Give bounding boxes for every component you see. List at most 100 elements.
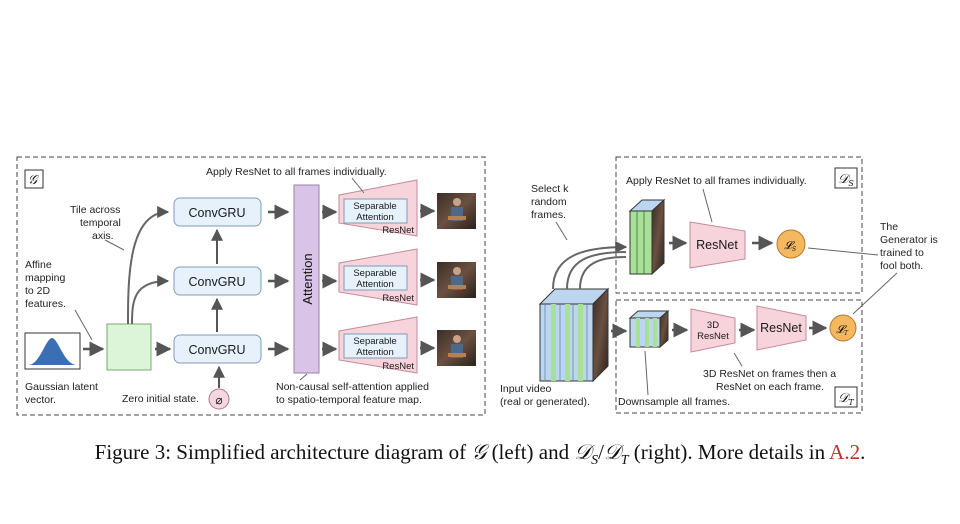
dt-frames-stack — [628, 309, 670, 349]
ds-badge-letter: 𝒟 — [838, 172, 851, 187]
ds-badge: 𝒟S — [838, 172, 854, 188]
tile-label-2: temporal — [80, 217, 121, 229]
ds-border — [615, 156, 863, 294]
gaussian-label-2: vector. — [25, 394, 56, 406]
input-video-label-1: Input video — [500, 383, 552, 395]
output-frame-mid — [437, 262, 476, 298]
affine-pointer — [74, 309, 93, 341]
affine-label-3: to 2D — [25, 285, 51, 297]
tile-label-1: Tile across — [70, 204, 120, 216]
separable-attention-top-1: Separable — [353, 201, 396, 212]
select-pointer — [555, 221, 568, 241]
ds-loss-sub: S — [792, 246, 796, 253]
tile-label-3: axis. — [92, 230, 114, 242]
downsample-label: Downsample all frames. — [618, 396, 730, 408]
tile-arrow-mid — [131, 275, 170, 325]
select-arrow-3 — [579, 256, 627, 290]
separable-attention-mid-2: Attention — [356, 279, 394, 290]
output-frame-top — [437, 193, 476, 229]
dt-badge-letter: 𝒟 — [838, 391, 851, 406]
caption-slash: / — [598, 440, 604, 464]
noncausal-label-1: Non-causal self-attention applied — [276, 381, 429, 393]
resnet3d-desc-pointer — [733, 352, 743, 367]
select-label-3: frames. — [531, 209, 566, 221]
affine-label-2: mapping — [25, 272, 65, 284]
convgru-label-bot: ConvGRU — [189, 343, 246, 357]
noncausal-label-2: to spatio-temporal feature map. — [276, 394, 422, 406]
dt-loss: 𝓛T — [836, 323, 849, 337]
convgru-box-bot — [173, 334, 262, 364]
ds-loss: 𝓛S — [784, 239, 796, 253]
zero-state-label: Zero initial state. — [122, 393, 199, 405]
dt-resnet-label: ResNet — [760, 321, 802, 335]
attention-box — [293, 184, 320, 374]
convgru-label-mid: ConvGRU — [189, 275, 246, 289]
convgru-box-mid — [173, 266, 262, 296]
gaussian-label-1: Gaussian latent — [25, 381, 98, 393]
ds-loss-circle — [776, 229, 806, 259]
resnet3d-label-1: 3D — [707, 320, 719, 331]
caption-dt-sub: T — [620, 453, 629, 469]
resnet-label-top: ResNet — [382, 225, 414, 236]
resnet-block-bot: Separable Attention ResNet — [338, 316, 418, 374]
noncausal-pointer — [299, 373, 308, 381]
caption-mid2: (right). More details in — [628, 440, 830, 464]
ds-frames-stack — [628, 198, 666, 276]
caption-ds: 𝒟 — [574, 440, 592, 464]
affine-label-4: features. — [25, 298, 66, 310]
convgru-box-top — [173, 197, 262, 227]
convgru-label-top: ConvGRU — [189, 206, 246, 220]
output-frame-bot — [437, 330, 476, 366]
caption-g: 𝒢 — [471, 440, 487, 464]
tile-arrow-top — [127, 206, 170, 325]
dt-resnet-block — [756, 305, 807, 351]
separable-attention-bot-2: Attention — [356, 347, 394, 358]
caption-ref-link[interactable]: A.2 — [829, 440, 861, 464]
dt-loss-sub: T — [844, 330, 849, 337]
generator-badge-box — [24, 169, 44, 189]
ds-apply-pointer — [702, 188, 713, 223]
caption-prefix: Figure 3: Simplified architecture diagra… — [94, 440, 472, 464]
ds-resnet-block — [689, 221, 746, 269]
generator-panel: 𝒢 Gaussian latent vector. Affine mapping… — [16, 156, 486, 416]
ds-badge-box — [834, 167, 858, 189]
discriminators-panel: 𝒟S 𝒟T Select k random frames. Input vide… — [500, 156, 938, 414]
trained-pointer-dt — [852, 272, 898, 315]
generator-border — [16, 156, 486, 416]
trained-pointer-ds — [807, 247, 879, 256]
select-arrow-1 — [552, 241, 628, 290]
resnet-label-mid: ResNet — [382, 293, 414, 304]
downsample-pointer — [644, 350, 649, 396]
resnet-block-top: Separable Attention ResNet — [338, 179, 418, 237]
caption-end: . — [860, 440, 866, 464]
trained-label-3: trained to — [880, 247, 924, 259]
resnet3d-desc-1: 3D ResNet on frames then a — [703, 368, 836, 380]
figure-caption: Figure 3: Simplified architecture diagra… — [0, 440, 960, 469]
caption-dt: 𝒟 — [603, 440, 621, 464]
affine-label-1: Affine — [25, 259, 52, 271]
separable-attention-mid-1: Separable — [353, 268, 396, 279]
select-arrow-2 — [566, 251, 627, 290]
resnet3d-block — [690, 308, 736, 353]
trained-label-2: Generator is — [880, 234, 938, 246]
select-label-2: random — [531, 196, 567, 208]
gaussian-curve — [29, 338, 76, 365]
attention-label: Attention — [300, 253, 315, 304]
dt-badge: 𝒟T — [838, 391, 854, 407]
separable-attention-top-2: Attention — [356, 212, 394, 223]
apply-resnet-pointer — [351, 177, 365, 194]
trained-label-4: fool both. — [880, 260, 923, 272]
resnet-label-bot: ResNet — [382, 361, 414, 372]
dt-border — [615, 299, 863, 414]
ds-badge-sub: S — [848, 179, 854, 188]
dt-loss-circle — [829, 314, 857, 342]
input-video-label-2: (real or generated). — [500, 396, 590, 408]
resnet-block-mid: Separable Attention ResNet — [338, 248, 418, 306]
ds-loss-letter: 𝓛 — [784, 239, 795, 252]
trained-label-1: The — [880, 221, 898, 233]
dt-badge-box — [834, 386, 858, 408]
separable-attention-bot-1: Separable — [353, 336, 396, 347]
ds-resnet-label: ResNet — [696, 238, 738, 252]
zero-state-symbol: ⌀ — [215, 393, 222, 407]
dt-loss-letter: 𝓛 — [836, 323, 847, 336]
